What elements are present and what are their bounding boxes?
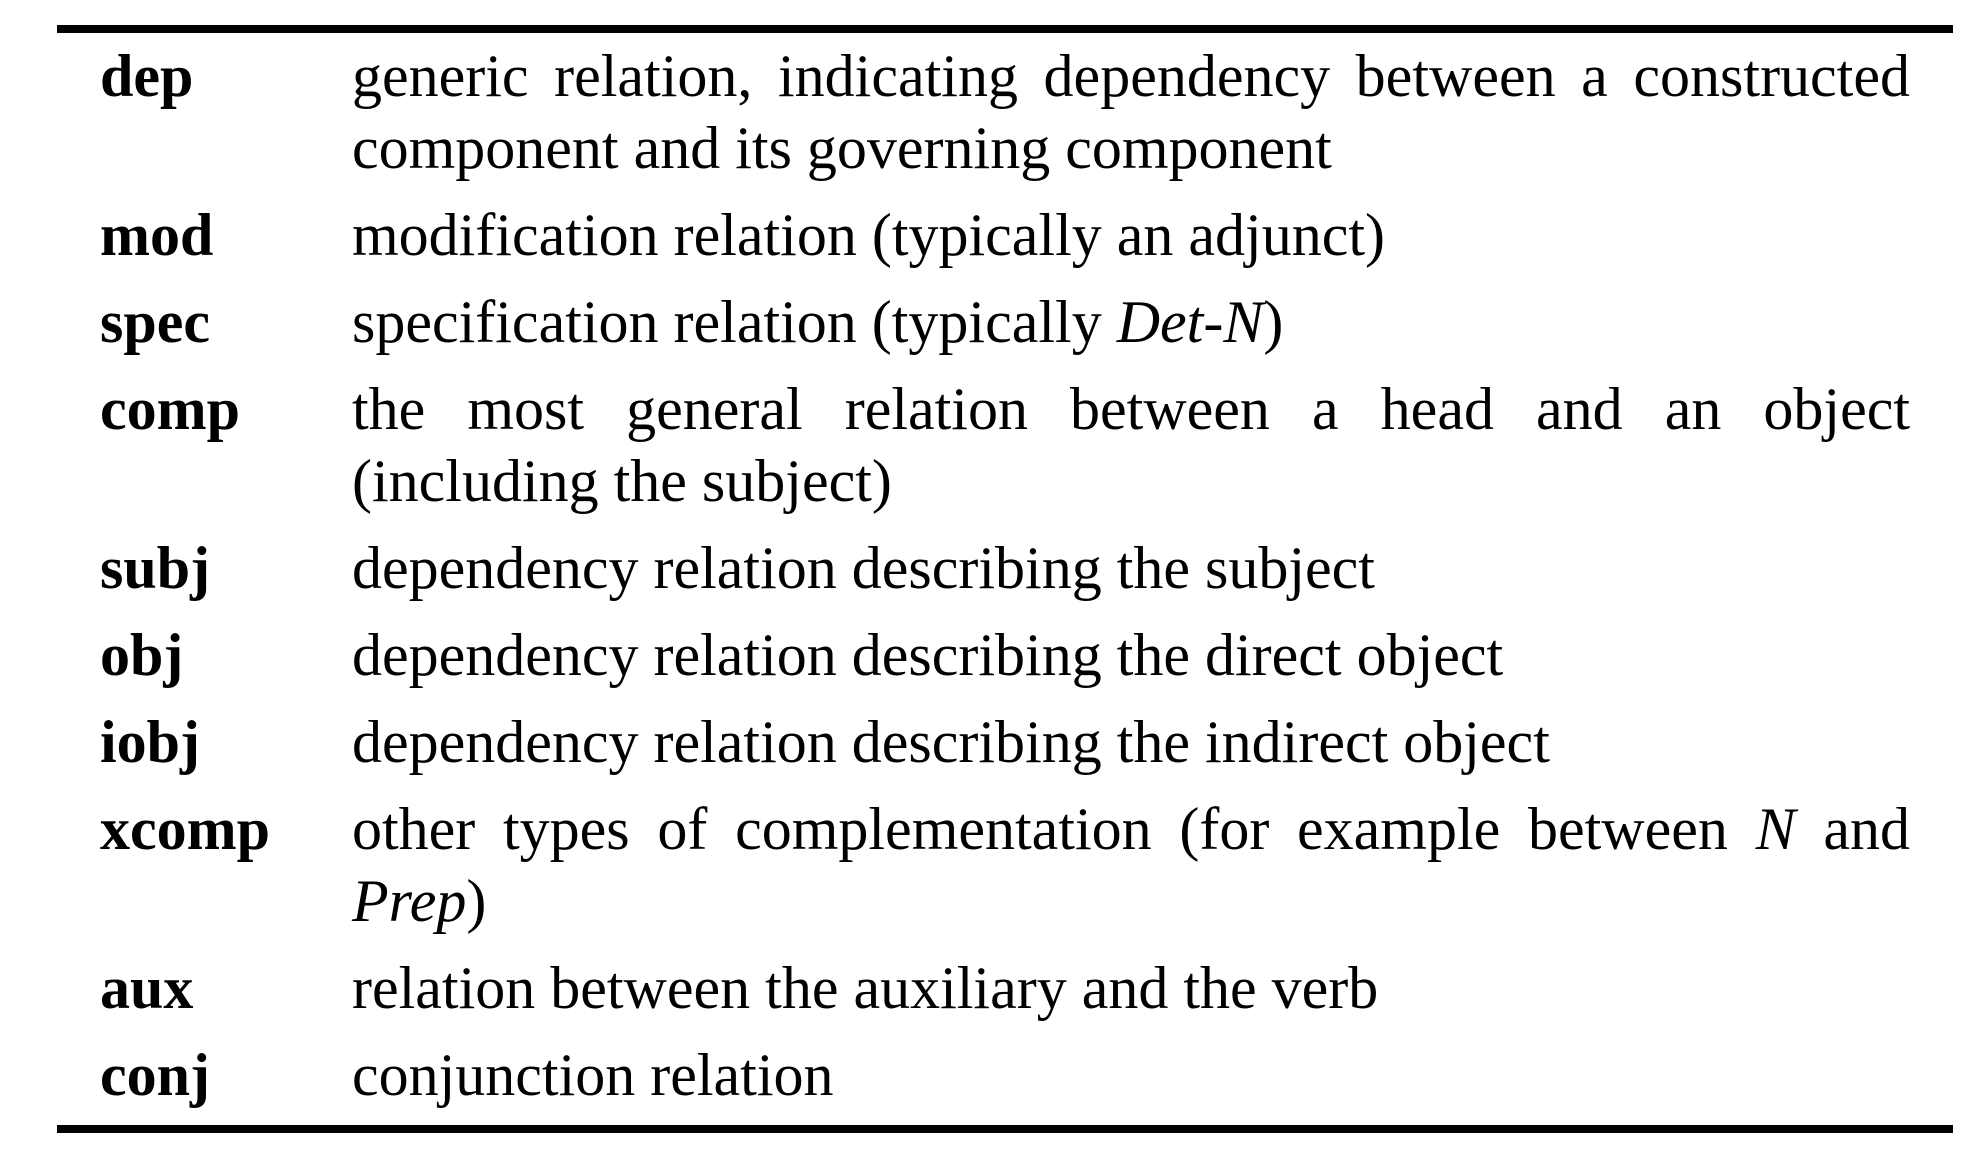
relation-label: aux [100, 955, 194, 1021]
relation-description: other types of complementation (for exam… [352, 793, 1910, 937]
relation-label: comp [100, 376, 240, 442]
relation-description: specification relation (typically Det-N) [352, 286, 1910, 358]
description-italic-segment: Det-N [1116, 289, 1264, 355]
description-text-segment: ) [1263, 289, 1284, 355]
relation-description: dependency relation describing the direc… [352, 619, 1910, 691]
table-row: dep generic relation, indicating depende… [100, 40, 1910, 184]
description-text-segment: and [1795, 796, 1910, 862]
table-row: aux relation between the auxiliary and t… [100, 952, 1910, 1024]
relation-label: iobj [100, 709, 201, 775]
relation-label: dep [100, 43, 194, 109]
description-text-segment: modification relation (typically an adju… [352, 202, 1385, 268]
table-row: conj conjunction relation [100, 1039, 1910, 1111]
relation-label: conj [100, 1042, 210, 1108]
description-text-segment: the most general relation between a head… [352, 376, 1910, 514]
table-row: subj dependency relation describing the … [100, 532, 1910, 604]
description-text-segment: specification relation (typically [352, 289, 1117, 355]
relation-label: spec [100, 289, 210, 355]
relation-description: conjunction relation [352, 1039, 1910, 1111]
table-row: iobj dependency relation describing the … [100, 706, 1910, 778]
table-body: dep generic relation, indicating depende… [57, 33, 1953, 1125]
description-text-segment: relation between the auxiliary and the v… [352, 955, 1379, 1021]
relation-label: xcomp [100, 796, 270, 862]
relation-description: relation between the auxiliary and the v… [352, 952, 1910, 1024]
table-row: obj dependency relation describing the d… [100, 619, 1910, 691]
description-text-segment: dependency relation describing the indir… [352, 709, 1550, 775]
table-row: comp the most general relation between a… [100, 373, 1910, 517]
table-bottom-rule [57, 1125, 1953, 1133]
table-row: mod modification relation (typically an … [100, 199, 1910, 271]
table-top-rule [57, 25, 1953, 33]
dependency-relations-table: dep generic relation, indicating depende… [57, 25, 1953, 1133]
description-text-segment: conjunction relation [352, 1042, 834, 1108]
description-italic-segment: Prep [352, 868, 467, 934]
relation-description: dependency relation describing the indir… [352, 706, 1910, 778]
description-text-segment: dependency relation describing the subje… [352, 535, 1375, 601]
description-text-segment: other types of complementation (for exam… [352, 796, 1756, 862]
description-text-segment: dependency relation describing the direc… [352, 622, 1504, 688]
description-text-segment: ) [466, 868, 487, 934]
relation-label: obj [100, 622, 184, 688]
description-italic-segment: N [1755, 796, 1796, 862]
relation-description: modification relation (typically an adju… [352, 199, 1910, 271]
relation-label: subj [100, 535, 211, 601]
relation-description: the most general relation between a head… [352, 373, 1910, 517]
table-row: xcomp other types of complementation (fo… [100, 793, 1910, 937]
relation-description: dependency relation describing the subje… [352, 532, 1910, 604]
relation-label: mod [100, 202, 214, 268]
relation-description: generic relation, indicating dependency … [352, 40, 1910, 184]
table-row: spec specification relation (typically D… [100, 286, 1910, 358]
description-text-segment: generic relation, indicating dependency … [352, 43, 1910, 181]
